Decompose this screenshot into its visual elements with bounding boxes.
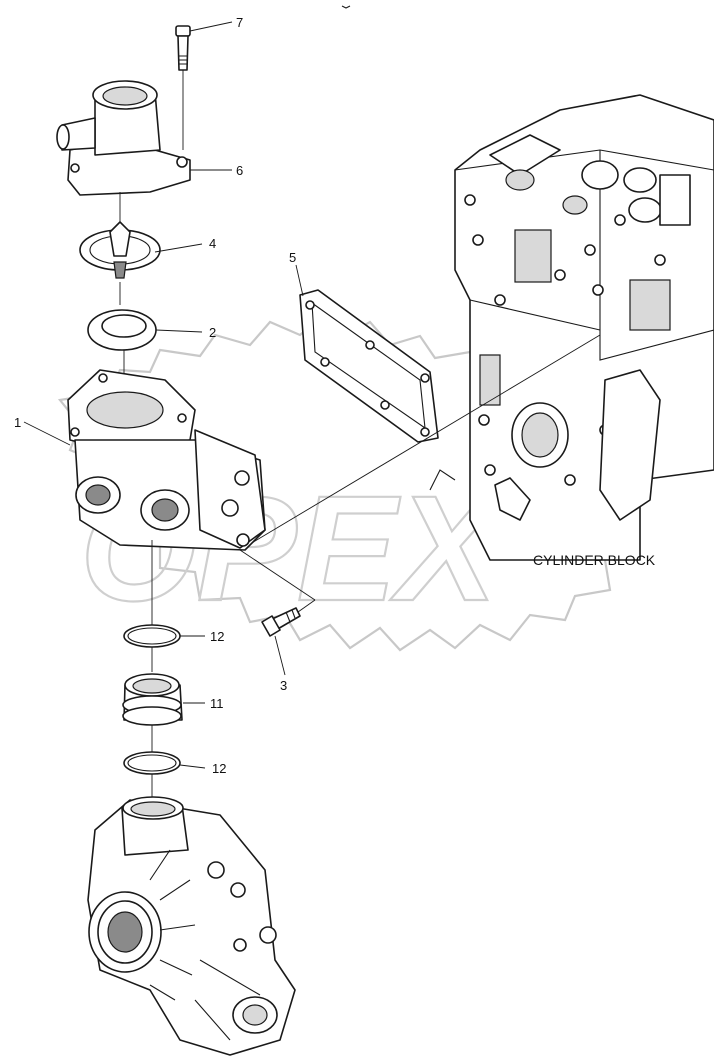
callout-12-upper: 12: [210, 629, 224, 644]
part-11-bypass-seal: 11: [122, 673, 224, 752]
callout-12-lower: 12: [212, 761, 226, 776]
part-6-thermostat-cover: 6: [56, 80, 243, 225]
callout-5: 2: [209, 325, 216, 340]
part-7-bolt: 7: [175, 15, 243, 150]
cylinder-block: CYLINDER BLOCK: [429, 94, 714, 568]
part-1-thermostat-housing: 1: [14, 369, 316, 625]
part-12-o-ring-lower: 12: [123, 751, 226, 815]
callout-4: 4: [209, 236, 216, 251]
callout-6: 6: [236, 163, 243, 178]
callout-3: 3: [280, 678, 287, 693]
callout-1: 1: [14, 415, 21, 430]
callout-11: 11: [210, 696, 224, 711]
part-3-bolt: 3: [261, 599, 316, 693]
part-2-gasket: 5: [239, 250, 601, 551]
part-4-thermostat: 4: [79, 221, 216, 305]
callout-7: 7: [236, 15, 243, 30]
part-12-o-ring-upper: 12: [123, 624, 224, 672]
water-pump-body: [87, 796, 296, 1056]
scan-mark: [341, 5, 351, 9]
cylinder-block-label: CYLINDER BLOCK: [533, 552, 656, 568]
callout-2: 5: [289, 250, 296, 265]
rocker-arm-assembly: [489, 134, 691, 226]
